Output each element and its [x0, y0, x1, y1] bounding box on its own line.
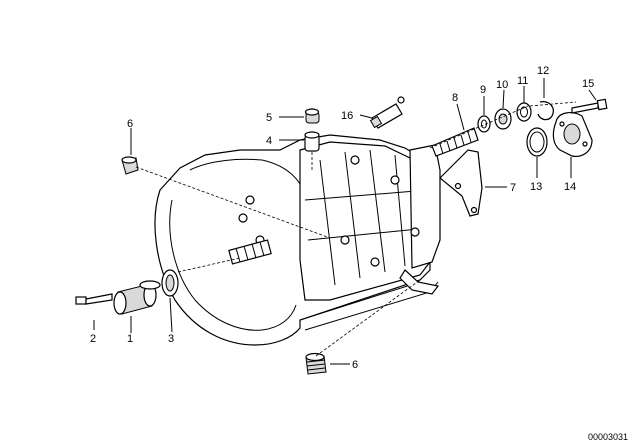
callout-2: 2	[90, 333, 96, 345]
bushing-part	[304, 131, 320, 152]
guide-sleeve-part	[113, 280, 161, 315]
callout-16: 16	[341, 110, 353, 122]
output-flange-part	[552, 112, 593, 157]
callout-11: 11	[517, 75, 528, 87]
plug-lower-part	[305, 352, 327, 375]
callout-13: 13	[530, 181, 542, 193]
callout-10: 10	[496, 79, 508, 91]
callout-6-upper: 6	[127, 118, 133, 130]
leader-lines	[93, 78, 597, 365]
bearing-ring-part	[494, 108, 512, 130]
bracket-part	[439, 149, 483, 217]
screw-part	[571, 98, 608, 114]
cap-part	[304, 108, 320, 124]
callout-8: 8	[452, 92, 458, 104]
callout-15: 15	[582, 78, 594, 90]
gasket-ring-part	[526, 127, 548, 157]
shim-ring-part	[516, 102, 532, 122]
reference-number: 00003031	[588, 432, 628, 442]
washer-part	[477, 115, 491, 133]
callout-9: 9	[480, 84, 486, 96]
callout-4: 4	[266, 135, 272, 147]
callout-5: 5	[266, 112, 272, 124]
callout-1: 1	[127, 333, 133, 345]
bolt-part	[75, 293, 113, 305]
shaft-seal-part	[161, 269, 179, 297]
callout-7: 7	[510, 182, 516, 194]
callout-12: 12	[537, 65, 549, 77]
callout-3: 3	[168, 333, 174, 345]
callout-labels: 1 2 3 4 5 6 6 7 8 9 10 11 12 13 14 15 16	[90, 65, 594, 371]
callout-6-lower: 6	[352, 359, 358, 371]
transmission-housing	[154, 134, 441, 346]
plug-upper-part	[121, 156, 139, 175]
boot-part	[431, 127, 479, 157]
switch-sensor-part	[369, 96, 405, 129]
callout-14: 14	[564, 181, 576, 193]
assembly-lines	[135, 101, 577, 357]
circlip-part	[537, 101, 554, 121]
